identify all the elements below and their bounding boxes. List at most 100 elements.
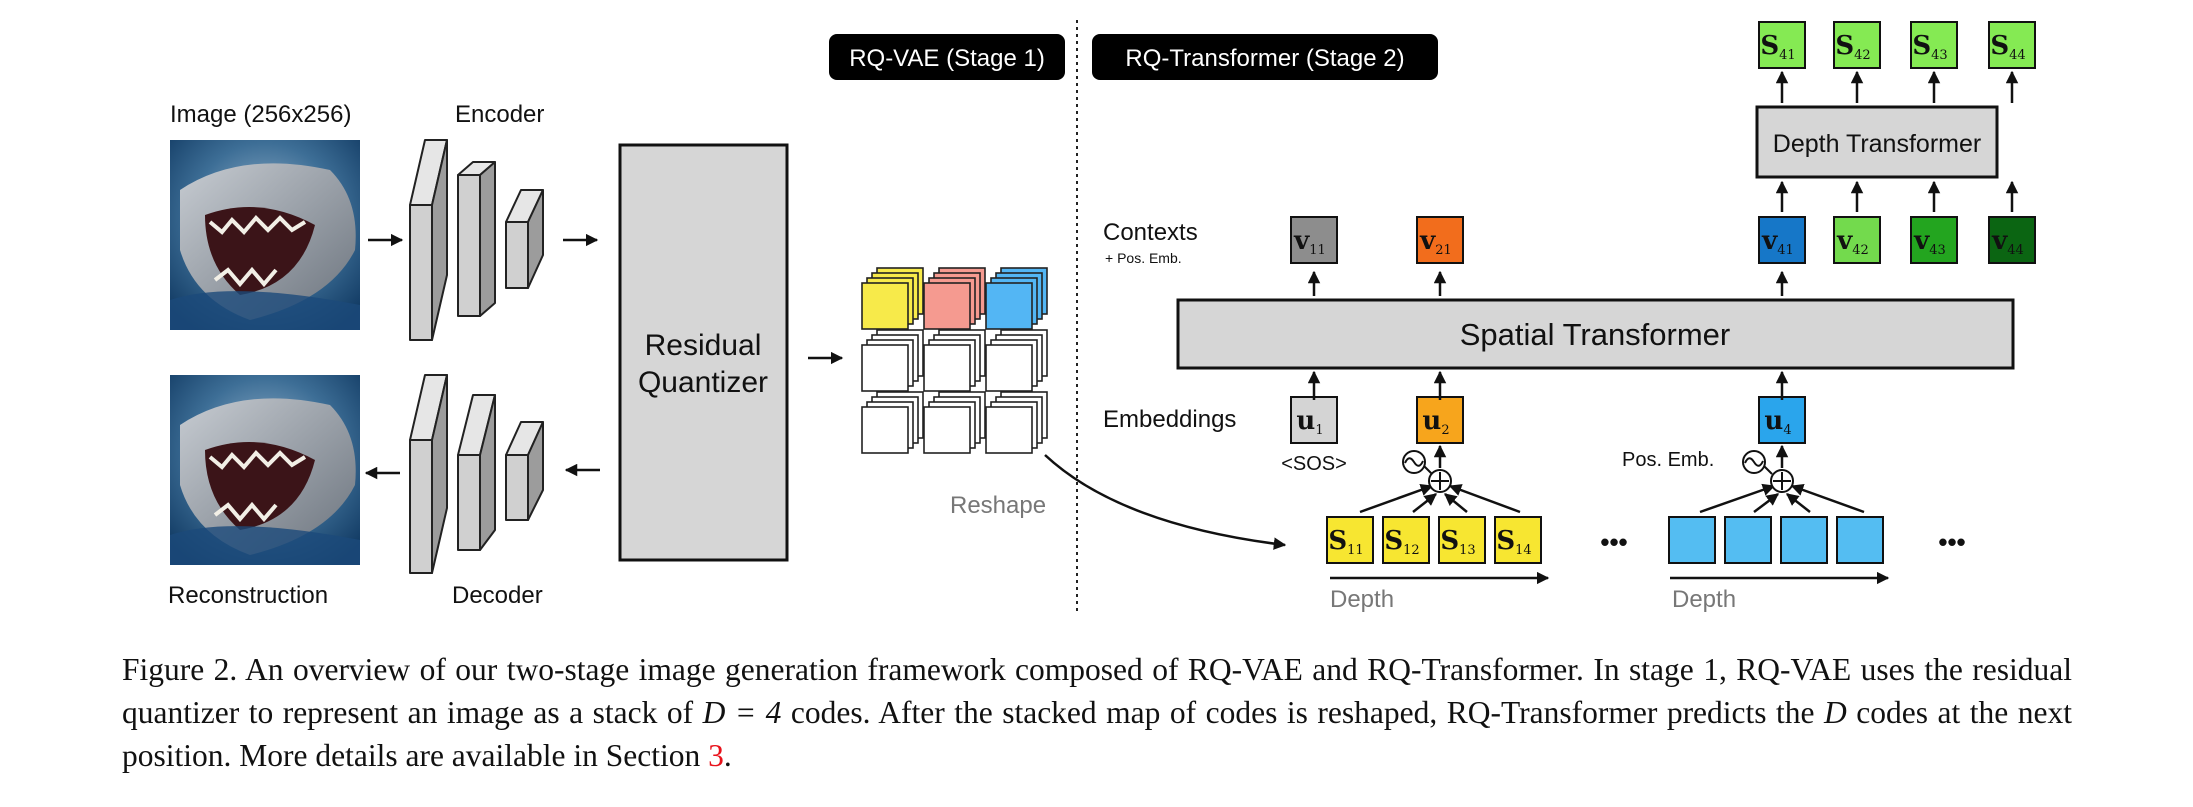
token-subscript: 2 bbox=[1441, 423, 1449, 438]
svg-text:S41: S41 bbox=[1760, 31, 1795, 63]
caption-part4: . bbox=[723, 738, 732, 773]
reconstruction-label: Reconstruction bbox=[168, 582, 328, 609]
caption-part1: Figure 2. An overview of our two-stage i… bbox=[122, 652, 2072, 730]
svg-text:v43: v43 bbox=[1913, 226, 1946, 258]
svg-text:u4: u4 bbox=[1764, 406, 1791, 438]
pos-emb-icon-2 bbox=[1742, 450, 1773, 475]
blue-code-token bbox=[1836, 516, 1884, 564]
code-stack-cell bbox=[861, 267, 924, 330]
context-token: v21 bbox=[1416, 216, 1464, 264]
svg-text:S12: S12 bbox=[1384, 526, 1419, 558]
token-subscript: 41 bbox=[1779, 48, 1796, 63]
token-subscript: 13 bbox=[1459, 543, 1476, 558]
encoder-network bbox=[409, 139, 544, 341]
token-symbol: v bbox=[1761, 226, 1778, 256]
svg-text:v21: v21 bbox=[1419, 226, 1452, 258]
svg-text:v41: v41 bbox=[1761, 226, 1794, 258]
token-symbol: S bbox=[1835, 31, 1854, 61]
token-subscript: 1 bbox=[1315, 423, 1323, 438]
reshape-label: Reshape bbox=[950, 492, 1046, 519]
image-label: Image (256x256) bbox=[170, 101, 351, 128]
code-stack-cell bbox=[985, 267, 1048, 330]
embedding-token: u4 bbox=[1758, 396, 1806, 444]
figure-caption: Figure 2. An overview of our two-stage i… bbox=[122, 648, 2072, 777]
blue-code-token bbox=[1780, 516, 1828, 564]
token-subscript: 43 bbox=[1929, 243, 1946, 258]
code-stack-cell bbox=[923, 391, 986, 454]
embedding-token: u1 bbox=[1290, 396, 1338, 444]
svg-text:v44: v44 bbox=[1991, 226, 2024, 258]
token-symbol: S bbox=[1384, 526, 1403, 556]
ellipsis-1: ••• bbox=[1600, 527, 1627, 557]
caption-math-d-equals-4: D = 4 bbox=[702, 695, 782, 730]
code-layer bbox=[861, 344, 909, 392]
code-layer bbox=[861, 406, 909, 454]
quantizer-label-line2: Quantizer bbox=[638, 366, 768, 399]
input-code-token: S12 bbox=[1382, 516, 1430, 564]
token-symbol: v bbox=[1419, 226, 1436, 256]
caption-part2: codes. After the stacked map of codes is… bbox=[781, 695, 1825, 730]
contexts-label: Contexts bbox=[1103, 219, 1198, 246]
sum-node-1 bbox=[1428, 469, 1452, 493]
token-subscript: 14 bbox=[1515, 543, 1532, 558]
sos-label: <SOS> bbox=[1281, 453, 1347, 475]
pos-emb-icon-1 bbox=[1402, 450, 1433, 475]
input-code-token: S11 bbox=[1326, 516, 1374, 564]
code-stack-map bbox=[861, 267, 1048, 454]
svg-text:S13: S13 bbox=[1440, 526, 1475, 558]
token-subscript: 44 bbox=[2009, 48, 2026, 63]
input-code-token: S14 bbox=[1494, 516, 1542, 564]
token-subscript: 4 bbox=[1783, 423, 1791, 438]
code-stack-cell bbox=[985, 329, 1048, 392]
caption-math-d: D bbox=[1824, 695, 1847, 730]
output-code-token: S41 bbox=[1758, 21, 1806, 69]
input-code-token: S13 bbox=[1438, 516, 1486, 564]
stage1-label: RQ-VAE (Stage 1) bbox=[829, 34, 1065, 80]
token-subscript: 11 bbox=[1347, 543, 1364, 558]
output-code-token: S44 bbox=[1988, 21, 2036, 69]
token-subscript: 41 bbox=[1777, 243, 1794, 258]
pos-emb-label: Pos. Emb. bbox=[1622, 449, 1714, 471]
svg-text:v42: v42 bbox=[1836, 226, 1869, 258]
overview-diagram: RQ-VAE (Stage 1) RQ-Transformer (Stage 2… bbox=[168, 20, 2036, 615]
token-subscript: 12 bbox=[1403, 543, 1420, 558]
stage2-arrows bbox=[1307, 70, 2019, 585]
token-subscript: 44 bbox=[2007, 243, 2024, 258]
token-symbol: S bbox=[1760, 31, 1779, 61]
output-code-token: S42 bbox=[1833, 21, 1881, 69]
quantizer-label-line1: Residual bbox=[645, 329, 762, 362]
token-symbol: v bbox=[1836, 226, 1853, 256]
code-stack-cell bbox=[861, 329, 924, 392]
code-stack-cell bbox=[923, 267, 986, 330]
token-subscript: 11 bbox=[1309, 243, 1326, 258]
context-token: v44 bbox=[1988, 216, 2036, 264]
code-stack-cell bbox=[861, 391, 924, 454]
context-token: v43 bbox=[1910, 216, 1958, 264]
token-symbol: S bbox=[1440, 526, 1459, 556]
code-stack-cell bbox=[923, 329, 986, 392]
token-symbol: S bbox=[1912, 31, 1931, 61]
depth-transformer-label: Depth Transformer bbox=[1773, 130, 1981, 158]
ellipsis-2: ••• bbox=[1938, 527, 1965, 557]
spatial-transformer: Spatial Transformer bbox=[1176, 298, 2015, 370]
sum-node-2 bbox=[1770, 469, 1794, 493]
token-symbol: u bbox=[1296, 406, 1315, 436]
blue-code-token bbox=[1668, 516, 1716, 564]
encoder-label: Encoder bbox=[455, 101, 544, 128]
context-token: v42 bbox=[1833, 216, 1881, 264]
stage1-arrows bbox=[364, 233, 844, 480]
pos-emb-small-label: + Pos. Emb. bbox=[1105, 250, 1182, 266]
output-code-token: S43 bbox=[1910, 21, 1958, 69]
code-layer bbox=[985, 344, 1033, 392]
token-subscript: 42 bbox=[1854, 48, 1871, 63]
token-symbol: v bbox=[1991, 226, 2008, 256]
svg-text:S42: S42 bbox=[1835, 31, 1870, 63]
svg-text:S11: S11 bbox=[1328, 526, 1363, 558]
context-token: v11 bbox=[1290, 216, 1338, 264]
embeddings-label: Embeddings bbox=[1103, 406, 1236, 433]
spatial-transformer-label: Spatial Transformer bbox=[1460, 317, 1731, 352]
caption-section-link[interactable]: 3 bbox=[708, 738, 724, 773]
input-image bbox=[170, 140, 360, 330]
code-layer bbox=[985, 282, 1033, 330]
